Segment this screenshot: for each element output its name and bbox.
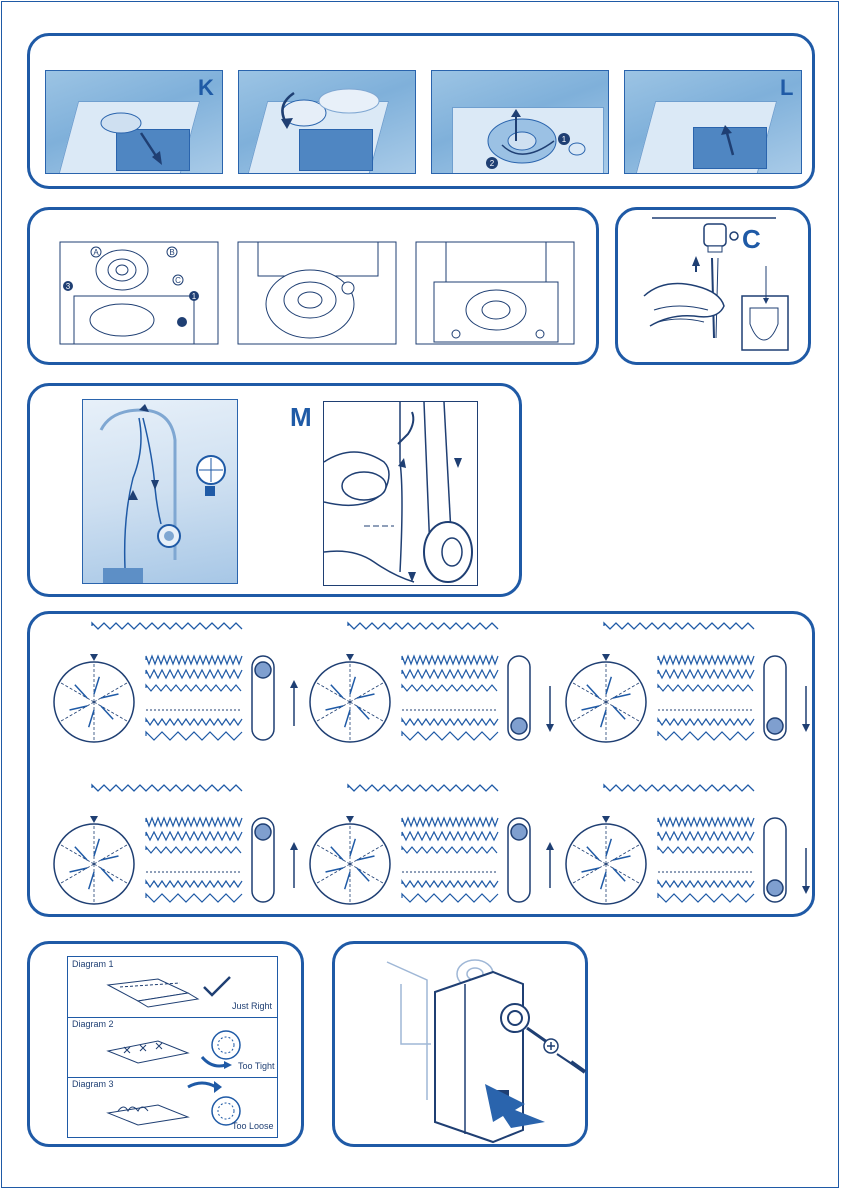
diagram-threading-detail [323, 401, 478, 586]
stitch-sample [146, 732, 242, 740]
bobbin-case-diagrams: A B C 3 1 [30, 210, 602, 368]
slider-knob [511, 718, 527, 734]
photo-replace-cover: L [624, 70, 802, 174]
stitch-sample [146, 894, 242, 902]
stitch-sample [658, 832, 754, 840]
panel-threading: M [27, 383, 522, 597]
stitch-sample [146, 656, 242, 664]
arrow-down-head [546, 724, 554, 732]
letter-l: L [780, 77, 793, 99]
label-1: 1 [192, 292, 197, 301]
label-b: B [169, 248, 174, 257]
photo-insert-bobbin: 1 2 [431, 70, 609, 174]
stitch-sample [402, 656, 498, 664]
screw-adjust-drawing [335, 944, 591, 1150]
panel-bobbin-cover: K 1 2 [27, 33, 815, 189]
slider-knob [511, 824, 527, 840]
pointer-icon [602, 654, 610, 661]
stitch-sample [146, 847, 241, 853]
stitch-sample-line [92, 623, 242, 629]
slider-knob [767, 880, 783, 896]
stitch-sample [146, 719, 242, 725]
stitch-sample [402, 732, 498, 740]
stitch-sample-line [348, 785, 498, 791]
arrow-icon [727, 133, 733, 155]
slider-knob [767, 718, 783, 734]
stitch-sample [146, 818, 242, 826]
stitch-sample [402, 719, 498, 725]
letter-c: C [742, 226, 761, 252]
stitch-sample [402, 670, 498, 678]
marker-2: 2 [490, 159, 495, 168]
stitch-sample [402, 894, 498, 902]
stitch-sample-line [604, 623, 754, 629]
diagram-caption: Too Loose [232, 1121, 274, 1131]
stitch-sample-line [92, 785, 242, 791]
arrow-up-head [290, 842, 298, 850]
diagram-row-2: Diagram 2 Too Tight [68, 1017, 277, 1078]
letter-m: M [290, 404, 312, 430]
stitch-sample [658, 818, 754, 826]
diagram-table: Diagram 1 Just Right Diagram 2 Too Tight [67, 956, 278, 1138]
stitch-sample [658, 881, 754, 887]
checkmark-icon [204, 977, 230, 995]
pointer-icon [346, 816, 354, 823]
label-3: 3 [66, 282, 71, 291]
diagram-row-1: Diagram 1 Just Right [68, 957, 277, 1018]
letter-k: K [198, 77, 214, 99]
label-c: C [175, 276, 181, 285]
arrow-down-head [802, 724, 810, 732]
stitch-sample [146, 670, 242, 678]
stitch-sample [658, 670, 754, 678]
stitch-sample [146, 881, 242, 887]
stitch-sample [658, 732, 754, 740]
diagram-row-3: Diagram 3 Too Loose [68, 1077, 277, 1137]
label-a: A [93, 248, 99, 257]
stitch-sample [658, 656, 754, 664]
panel-screw-adjust [332, 941, 588, 1147]
stitch-sample [146, 832, 242, 840]
pointer-icon [346, 654, 354, 661]
drawing-remove-case: A B C 3 1 [60, 242, 218, 344]
panel-tension [27, 611, 815, 917]
stitch-sample-line [348, 623, 498, 629]
stitch-sample [402, 881, 498, 887]
drawing-case-installed [416, 242, 574, 344]
stitch-sample [658, 847, 753, 853]
slider-knob [255, 662, 271, 678]
stitch-sample [146, 685, 241, 691]
pointer-icon [90, 654, 98, 661]
photo-threading-machine [82, 399, 238, 584]
stitch-sample [658, 719, 754, 725]
stitch-sample [658, 685, 753, 691]
photo-lift-bobbin [238, 70, 416, 174]
diagram-caption: Just Right [232, 1001, 272, 1011]
stitch-sample [402, 685, 497, 691]
panel-bobbin-case: A B C 3 1 [27, 207, 599, 365]
panel-needle: C [615, 207, 811, 365]
stitch-sample [402, 832, 498, 840]
arrow-down-head [802, 886, 810, 894]
photo-remove-cover: K [45, 70, 223, 174]
arrow-up-head [546, 842, 554, 850]
stitch-sample-line [604, 785, 754, 791]
slider-knob [255, 824, 271, 840]
panel-stitch-diagrams: Diagram 1 Just Right Diagram 2 Too Tight [27, 941, 304, 1147]
pointer-icon [90, 816, 98, 823]
diagram-caption: Too Tight [238, 1061, 275, 1071]
pointer-icon [602, 816, 610, 823]
stitch-sample [658, 894, 754, 902]
arrow-icon [692, 256, 700, 266]
stitch-sample [402, 847, 497, 853]
marker-1: 1 [562, 135, 567, 144]
drawing-insert-case [238, 242, 396, 344]
tension-diagrams [30, 614, 818, 920]
stitch-sample [402, 818, 498, 826]
arrow-up-head [290, 680, 298, 688]
